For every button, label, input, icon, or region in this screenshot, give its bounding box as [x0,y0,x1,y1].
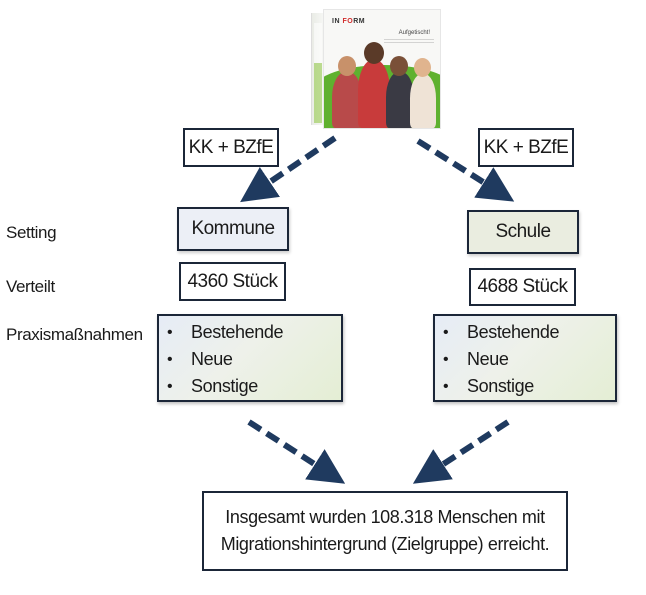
photo-person [386,72,414,128]
row-label-measures: Praxismaßnahmen [6,325,143,344]
setting-box-schule: Schule [467,210,579,254]
list-item: •Bestehende [443,322,560,342]
list-item: •Neue [443,349,509,369]
measures-box-schule: •Bestehende •Neue •Sonstige [433,314,617,402]
arrow-product-to-schule [416,138,515,202]
list-item: •Sonstige [443,376,534,396]
product-box-image: IN FORM Aufgetischt! [311,9,441,129]
row-label-setting: Setting [6,223,57,242]
product-box-side [311,13,324,125]
summary-line-2: Migrationshintergrund (Zielgruppe) errei… [220,534,550,554]
arrow-product-to-kommune [240,135,337,203]
brand-logo: IN FORM [332,18,366,25]
brand-logo-accent: FO [342,18,354,25]
photo-person [332,72,362,128]
list-item: •Neue [167,349,233,369]
measures-list-kommune: •Bestehende •Neue •Sonstige [167,319,341,400]
product-title: Aufgetischt! [398,30,430,36]
summary-box: Insgesamt wurden 108.318 Menschen mit Mi… [202,491,568,571]
list-item: •Sonstige [167,376,258,396]
distributed-box-schule: 4688 Stück [469,268,576,306]
arrow-kommune-to-summary [247,419,346,484]
list-item: •Bestehende [167,322,284,342]
measures-list-schule: •Bestehende •Neue •Sonstige [443,319,615,400]
photo-person [410,74,436,128]
funding-box-left: KK + BZfE [183,128,279,167]
summary-line-1: Insgesamt wurden 108.318 Menschen mit [225,507,545,527]
row-label-distributed: Verteilt [6,277,55,296]
product-box-front: IN FORM Aufgetischt! [323,9,441,129]
arrow-schule-to-summary [412,419,510,484]
distributed-box-kommune: 4360 Stück [179,262,286,301]
funding-box-right: KK + BZfE [478,128,574,167]
setting-box-kommune: Kommune [177,207,289,251]
measures-box-kommune: •Bestehende •Neue •Sonstige [157,314,343,402]
photo-person [358,60,390,128]
